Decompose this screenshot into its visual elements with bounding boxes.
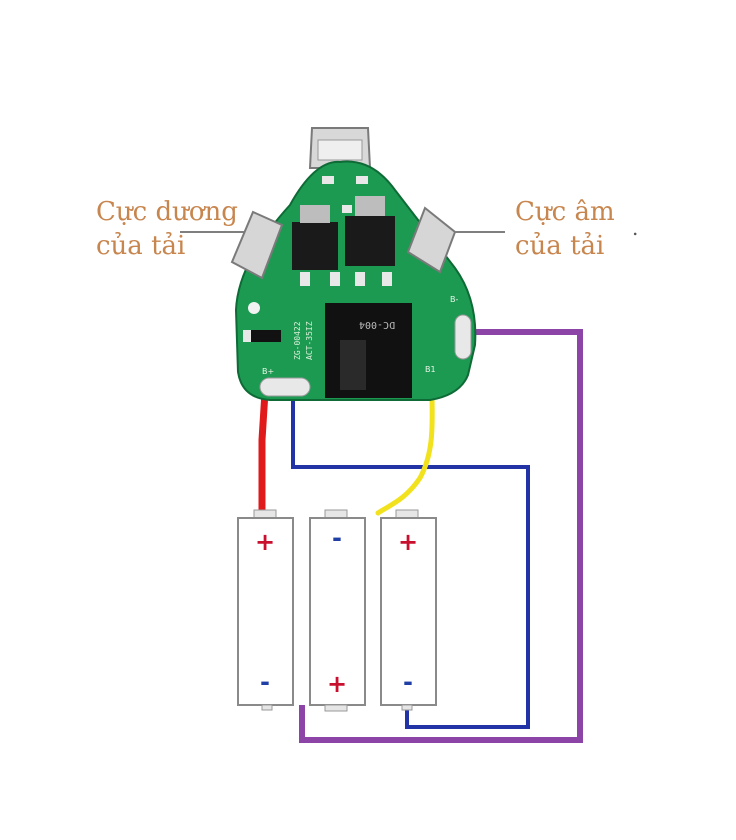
- battery-3-top-sign: +: [398, 528, 418, 556]
- mounting-hole: [248, 302, 260, 314]
- blue-wire: [291, 395, 530, 729]
- battery-3-bottom-sign: -: [403, 668, 413, 696]
- battery-1-top-sign: +: [255, 528, 275, 556]
- battery-2: - +: [309, 509, 366, 712]
- battery-1-bottom-sign: -: [260, 668, 270, 696]
- bms-board: DC-004 ZG-00422 ACT-35IZ B+ B- B1: [230, 127, 477, 401]
- battery-2-bottom-sign: +: [327, 670, 347, 698]
- negative-load-label-line1: Cực âm: [515, 197, 615, 227]
- red-wire: [258, 388, 269, 519]
- left-load-tab: [230, 210, 284, 280]
- pad-label-b-minus: B-: [450, 295, 458, 304]
- trailing-dot: .: [632, 216, 638, 240]
- yellow-wire: [375, 389, 435, 516]
- negative-load-label-line2: của tải: [515, 231, 605, 261]
- positive-load-label: Cực dương của tải: [96, 195, 238, 263]
- mosfet-left: [292, 222, 338, 270]
- positive-load-label-line2: của tải: [96, 231, 186, 261]
- pad-label-b1: B1: [425, 365, 436, 374]
- battery-1: + -: [237, 509, 294, 711]
- positive-load-label-line1: Cực dương: [96, 197, 238, 227]
- board-marking-2: ACT-35IZ: [305, 321, 314, 360]
- pad-b-plus: [259, 377, 311, 397]
- board-marking-1: ZG-00422: [293, 321, 302, 360]
- pad-b-minus: [454, 314, 472, 360]
- board-marking-dc004: DC-004: [359, 319, 395, 330]
- right-load-tab: [406, 206, 457, 274]
- battery-3: + -: [380, 509, 437, 711]
- mosfet-right: [345, 216, 395, 266]
- purple-wire: [299, 329, 583, 743]
- negative-load-label: Cực âm của tải: [515, 195, 615, 263]
- pad-label-b-plus: B+: [262, 367, 274, 376]
- ic-chip: [325, 303, 412, 398]
- battery-2-top-sign: -: [332, 524, 342, 552]
